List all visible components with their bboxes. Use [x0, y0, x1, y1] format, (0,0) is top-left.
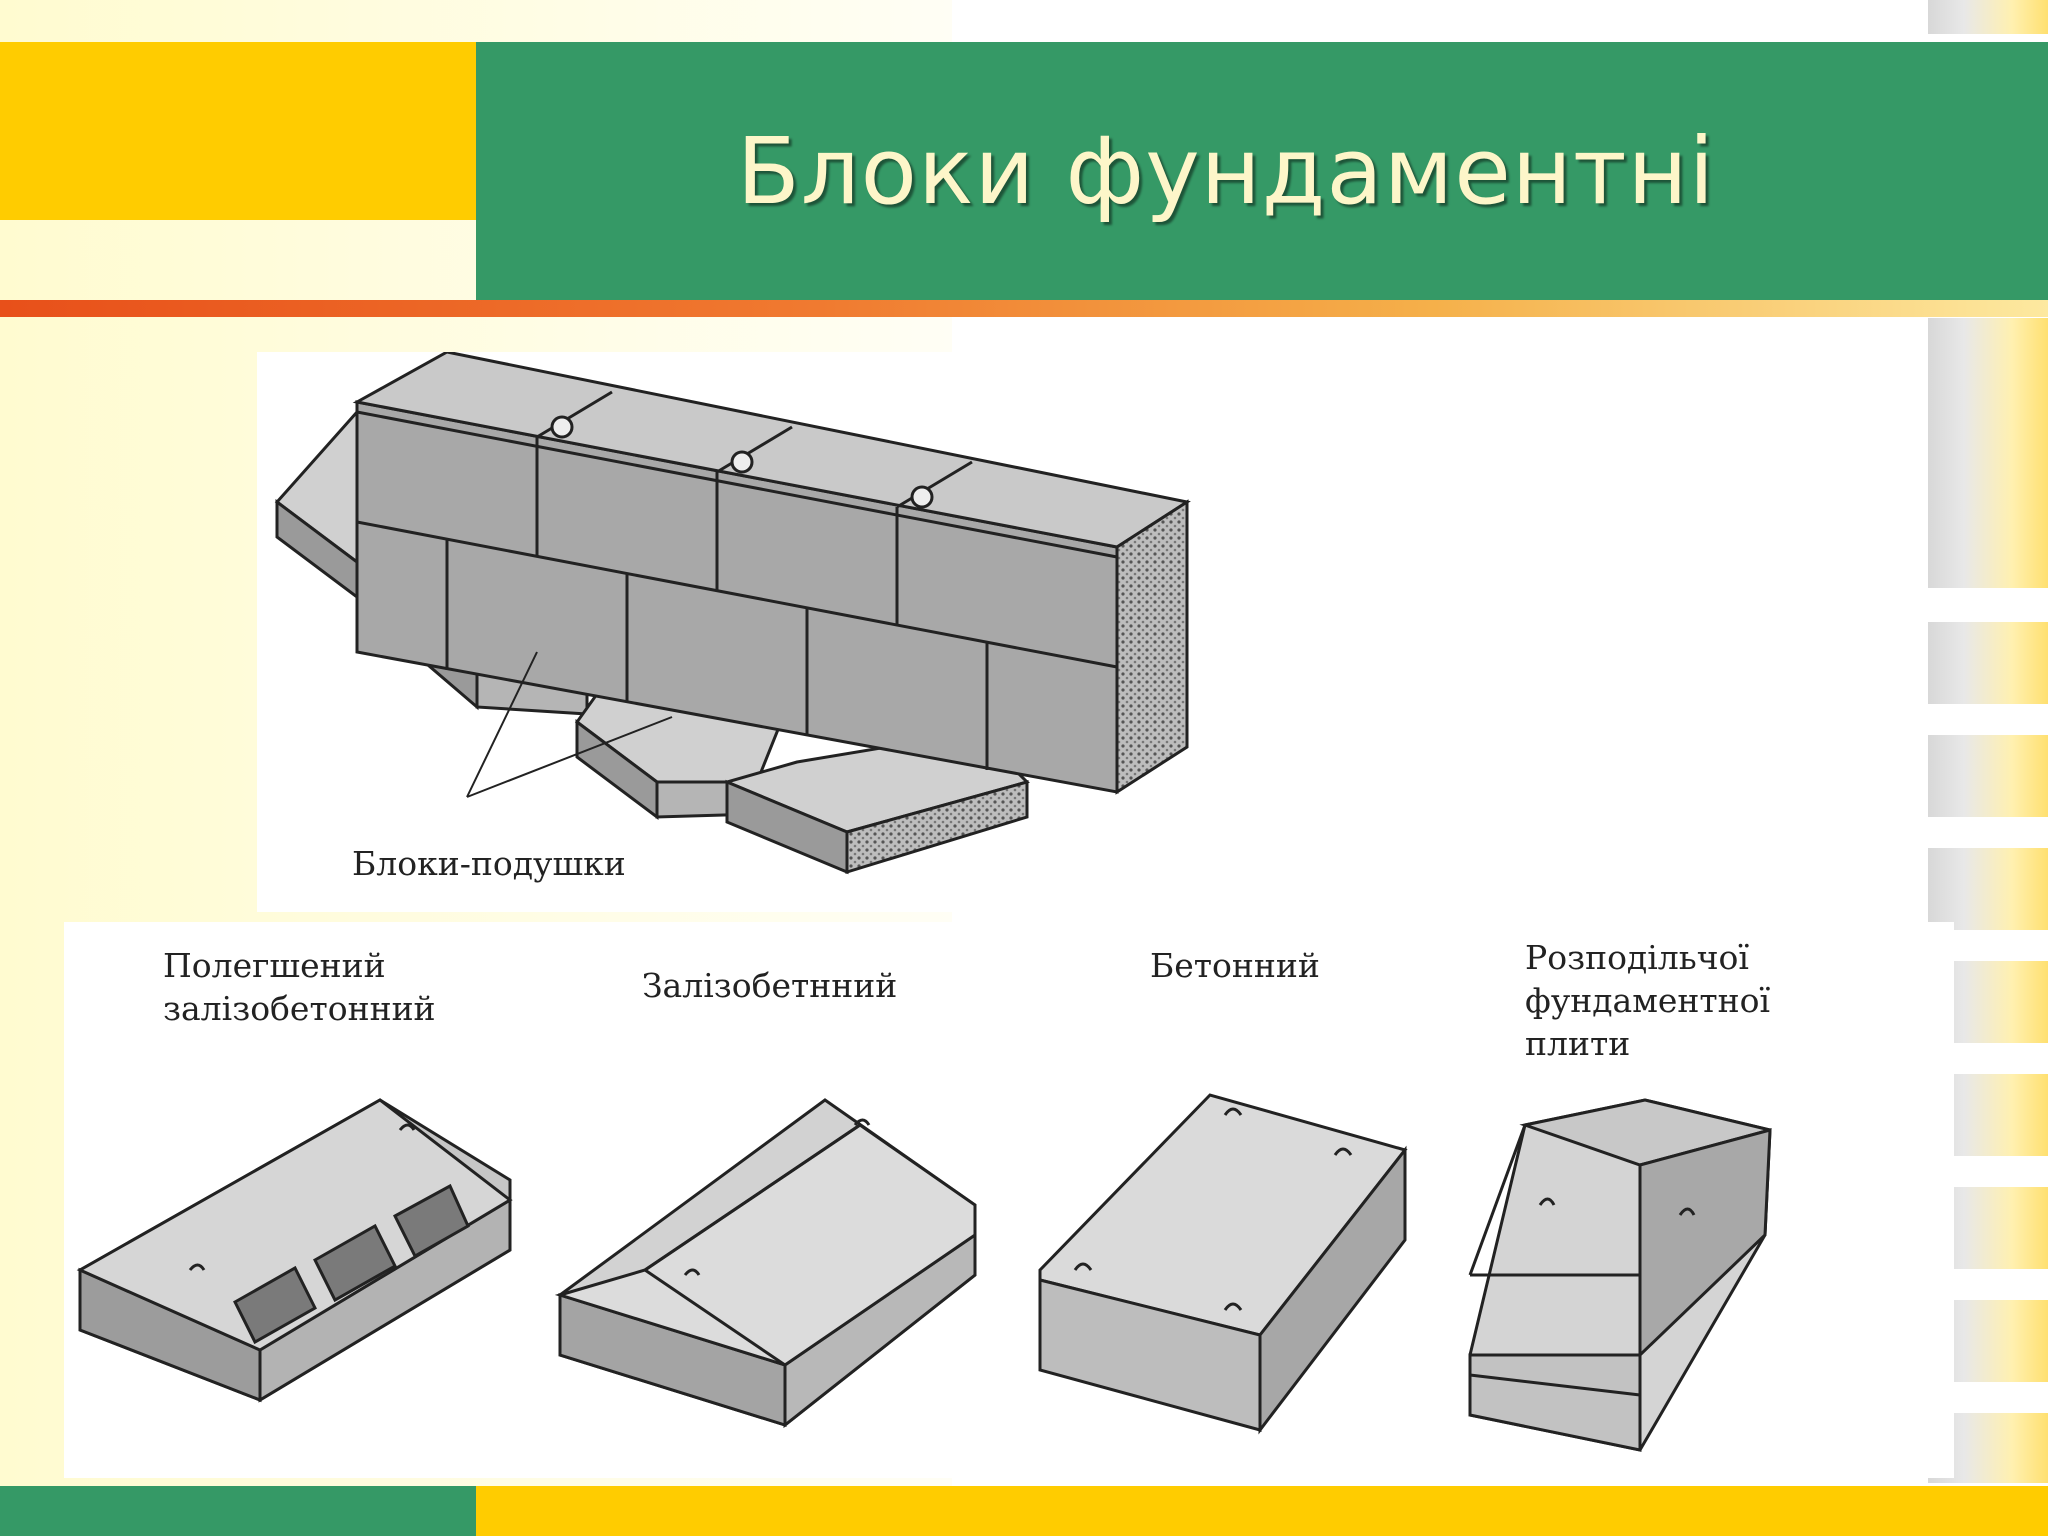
header-green-band: [476, 42, 2048, 300]
side-stripe: [1928, 735, 2048, 817]
side-stripe: [1928, 0, 2048, 34]
lightweight-block-drawing: [76, 1098, 513, 1403]
slide-title: Блоки фундаментні: [736, 117, 1716, 225]
header-rule: [0, 300, 2048, 317]
callout-label: Блоки-подушки: [352, 844, 626, 883]
reinforced-block-drawing: [555, 1098, 977, 1429]
block-type-label-concrete: Бетонний: [1150, 946, 1320, 985]
foundation-wall-figure: [257, 352, 1272, 912]
footer-green-bar: [0, 1486, 476, 1536]
block-type-label-lightweight: Полегшений залізобетонний: [163, 946, 436, 1028]
side-stripe: [1928, 848, 2048, 930]
side-stripe: [1928, 318, 2048, 588]
block-type-label-distribution-slab: Розподільчої фундаментної плити: [1525, 938, 1771, 1063]
footer-yellow-bar: [476, 1486, 2048, 1536]
concrete-block-drawing: [1038, 1093, 1408, 1435]
side-stripe: [1928, 622, 2048, 704]
foundation-wall-drawing: [274, 352, 1191, 875]
distribution-slab-block-drawing: [1468, 1098, 1772, 1452]
header-yellow-block: [0, 42, 476, 220]
block-type-label-reinforced: Залізобетнний: [642, 966, 898, 1005]
